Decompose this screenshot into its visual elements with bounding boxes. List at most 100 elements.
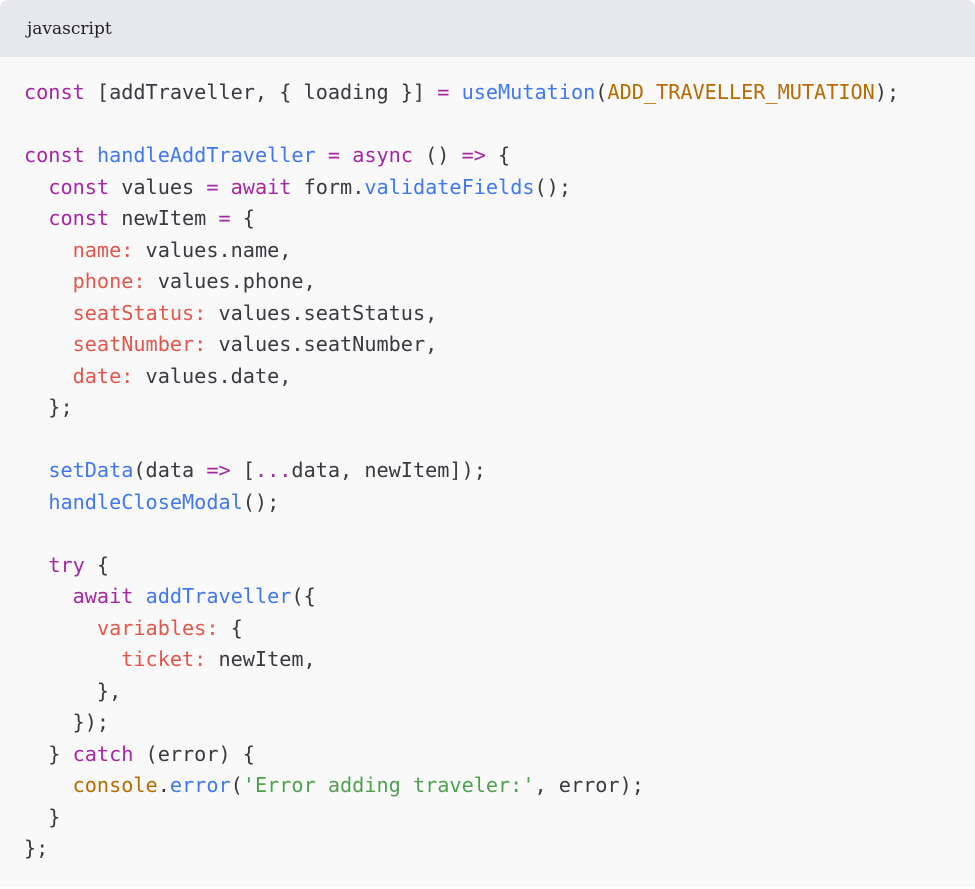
text-token: . (157, 773, 170, 797)
text-token (24, 647, 121, 671)
code-line: const handleAddTraveller = async () => { (24, 140, 975, 172)
text-token: values.seatNumber, (206, 332, 438, 356)
text-token: { (218, 615, 243, 640)
keyword-token: = (206, 174, 219, 199)
string-token: 'Error adding traveler:' (242, 773, 535, 797)
text-token (24, 269, 73, 293)
text-token (24, 490, 48, 514)
code-line (24, 109, 975, 141)
property-token: name: (72, 237, 134, 262)
code-line: }; (24, 833, 975, 865)
text-token: { (485, 143, 511, 167)
code-line: } catch (error) { (24, 739, 975, 771)
property-token: seatNumber: (72, 332, 207, 356)
text-token: data, newItem]); (291, 458, 486, 482)
text-token: }); (24, 710, 110, 734)
keyword-token: async (352, 143, 413, 167)
text-token: (); (242, 489, 280, 514)
text-token: values.name, (133, 237, 292, 262)
text-token: (data (133, 458, 207, 482)
function-token: handleCloseModal (48, 489, 243, 514)
text-token: [ (230, 458, 255, 482)
code-line: setData(data => [...data, newItem]); (24, 455, 975, 487)
text-token: , error); (534, 773, 644, 797)
text-token: newItem (109, 206, 219, 230)
code-line: name: values.name, (24, 235, 975, 267)
text-token: (error) { (133, 741, 255, 766)
code-line: try { (24, 550, 975, 582)
text-token: () (412, 143, 462, 167)
code-line: console.error('Error adding traveler:', … (24, 770, 975, 802)
code-line: variables: { (24, 613, 975, 645)
function-token: validateFields (364, 174, 535, 199)
code-line: date: values.date, (24, 361, 975, 393)
text-token: ( (595, 80, 608, 104)
text-token: ); (874, 80, 900, 104)
keyword-token: const (24, 143, 85, 167)
keyword-token: try (48, 552, 85, 577)
code-line (24, 518, 975, 550)
keyword-token: => (461, 143, 486, 167)
keyword-token: const (24, 80, 85, 104)
function-token: addTraveller (145, 584, 292, 608)
function-token: useMutation (461, 80, 596, 104)
text-token: { (230, 206, 255, 230)
keyword-token: => (206, 458, 231, 482)
code-line: }, (24, 676, 975, 708)
text-token: }; (24, 836, 49, 860)
text-token (24, 773, 73, 797)
keyword-token: = (437, 80, 450, 104)
text-token (85, 143, 97, 167)
text-token: (); (534, 174, 571, 199)
keyword-token: ... (254, 458, 292, 482)
constant-token: ADD_TRAVELLER_MUTATION (607, 80, 875, 104)
property-token: ticket: (121, 647, 207, 671)
text-token: values (109, 174, 207, 199)
text-token (340, 143, 352, 167)
keyword-token: = (327, 143, 341, 167)
code-line: } (24, 802, 975, 834)
text-token: values.date, (133, 363, 292, 388)
text-token: form. (291, 174, 365, 199)
text-token: }; (24, 395, 73, 419)
text-token: values.phone, (145, 269, 316, 293)
code-line: phone: values.phone, (24, 266, 975, 298)
code-content[interactable]: const [addTraveller, { loading }] = useM… (0, 57, 975, 865)
keyword-token: const (48, 174, 110, 199)
text-token (449, 80, 461, 104)
property-token: date: (72, 363, 134, 388)
text-token (24, 332, 73, 356)
text-token (24, 584, 73, 608)
code-line: seatStatus: values.seatStatus, (24, 298, 975, 330)
text-token (24, 206, 48, 230)
language-label: javascript (27, 18, 112, 39)
keyword-token: catch (72, 741, 134, 766)
code-block-header: javascript (0, 0, 975, 57)
code-line: handleCloseModal(); (24, 487, 975, 519)
property-token: phone: (72, 269, 146, 293)
code-line: const [addTraveller, { loading }] = useM… (24, 77, 975, 109)
text-token (133, 584, 145, 608)
text-token: } (24, 741, 73, 766)
text-token (24, 616, 97, 640)
function-token: handleAddTraveller (96, 143, 316, 167)
text-token: ({ (291, 584, 316, 608)
function-token: error (169, 773, 231, 797)
text-token: ( (230, 773, 243, 797)
code-line: const values = await form.validateFields… (24, 172, 975, 204)
code-line: }); (24, 707, 975, 739)
code-line: seatNumber: values.seatNumber, (24, 329, 975, 361)
property-token: seatStatus: (72, 300, 207, 325)
text-token (316, 143, 328, 167)
text-token: newItem, (206, 647, 316, 671)
code-line: }; (24, 392, 975, 424)
text-token (24, 238, 73, 262)
constant-token: console (72, 773, 158, 797)
text-token (24, 364, 73, 388)
keyword-token: await (72, 584, 134, 608)
text-token (24, 553, 48, 577)
text-token: } (24, 804, 61, 829)
property-token: variables: (96, 615, 219, 640)
code-line: const newItem = { (24, 203, 975, 235)
